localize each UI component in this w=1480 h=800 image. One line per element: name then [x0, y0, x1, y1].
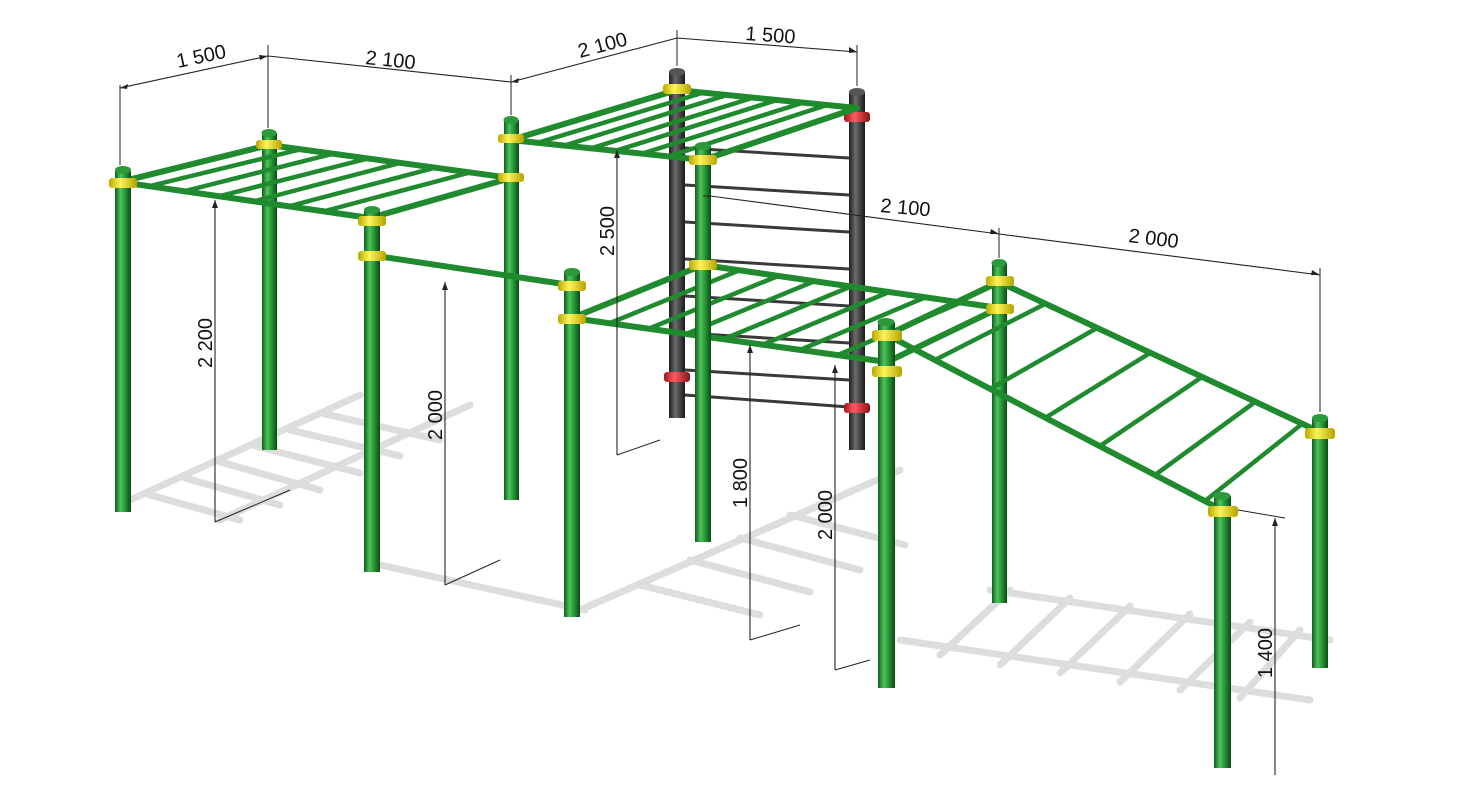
left-monkey-bars: [117, 142, 573, 288]
dim-width-5: 2 100: [880, 195, 932, 221]
dim-height-2: 2 000: [425, 390, 447, 440]
inclined-ladder: [884, 279, 1323, 513]
dim-width-1: 1 500: [174, 41, 228, 73]
dim-width-2: 2 100: [364, 47, 416, 74]
back-posts: [261, 116, 1007, 603]
dim-height-1: 2 200: [195, 318, 217, 368]
dim-width-4: 1 500: [745, 23, 796, 48]
dim-height-3: 2 500: [597, 206, 619, 256]
dimension-lines: 1 500 2 100 2 100 1 500 2 100 2 000 2 20…: [119, 23, 1321, 775]
dim-height-4: 1 800: [730, 458, 752, 508]
ground-shadows: [126, 391, 1334, 704]
yellow-clamps: [109, 84, 1335, 517]
front-posts: [115, 142, 1328, 768]
dim-height-5: 2 000: [815, 490, 837, 540]
dim-width-6: 2 000: [1127, 225, 1179, 253]
center-top-monkey-bars: [508, 87, 860, 163]
dim-height-6: 1 400: [1255, 628, 1277, 678]
